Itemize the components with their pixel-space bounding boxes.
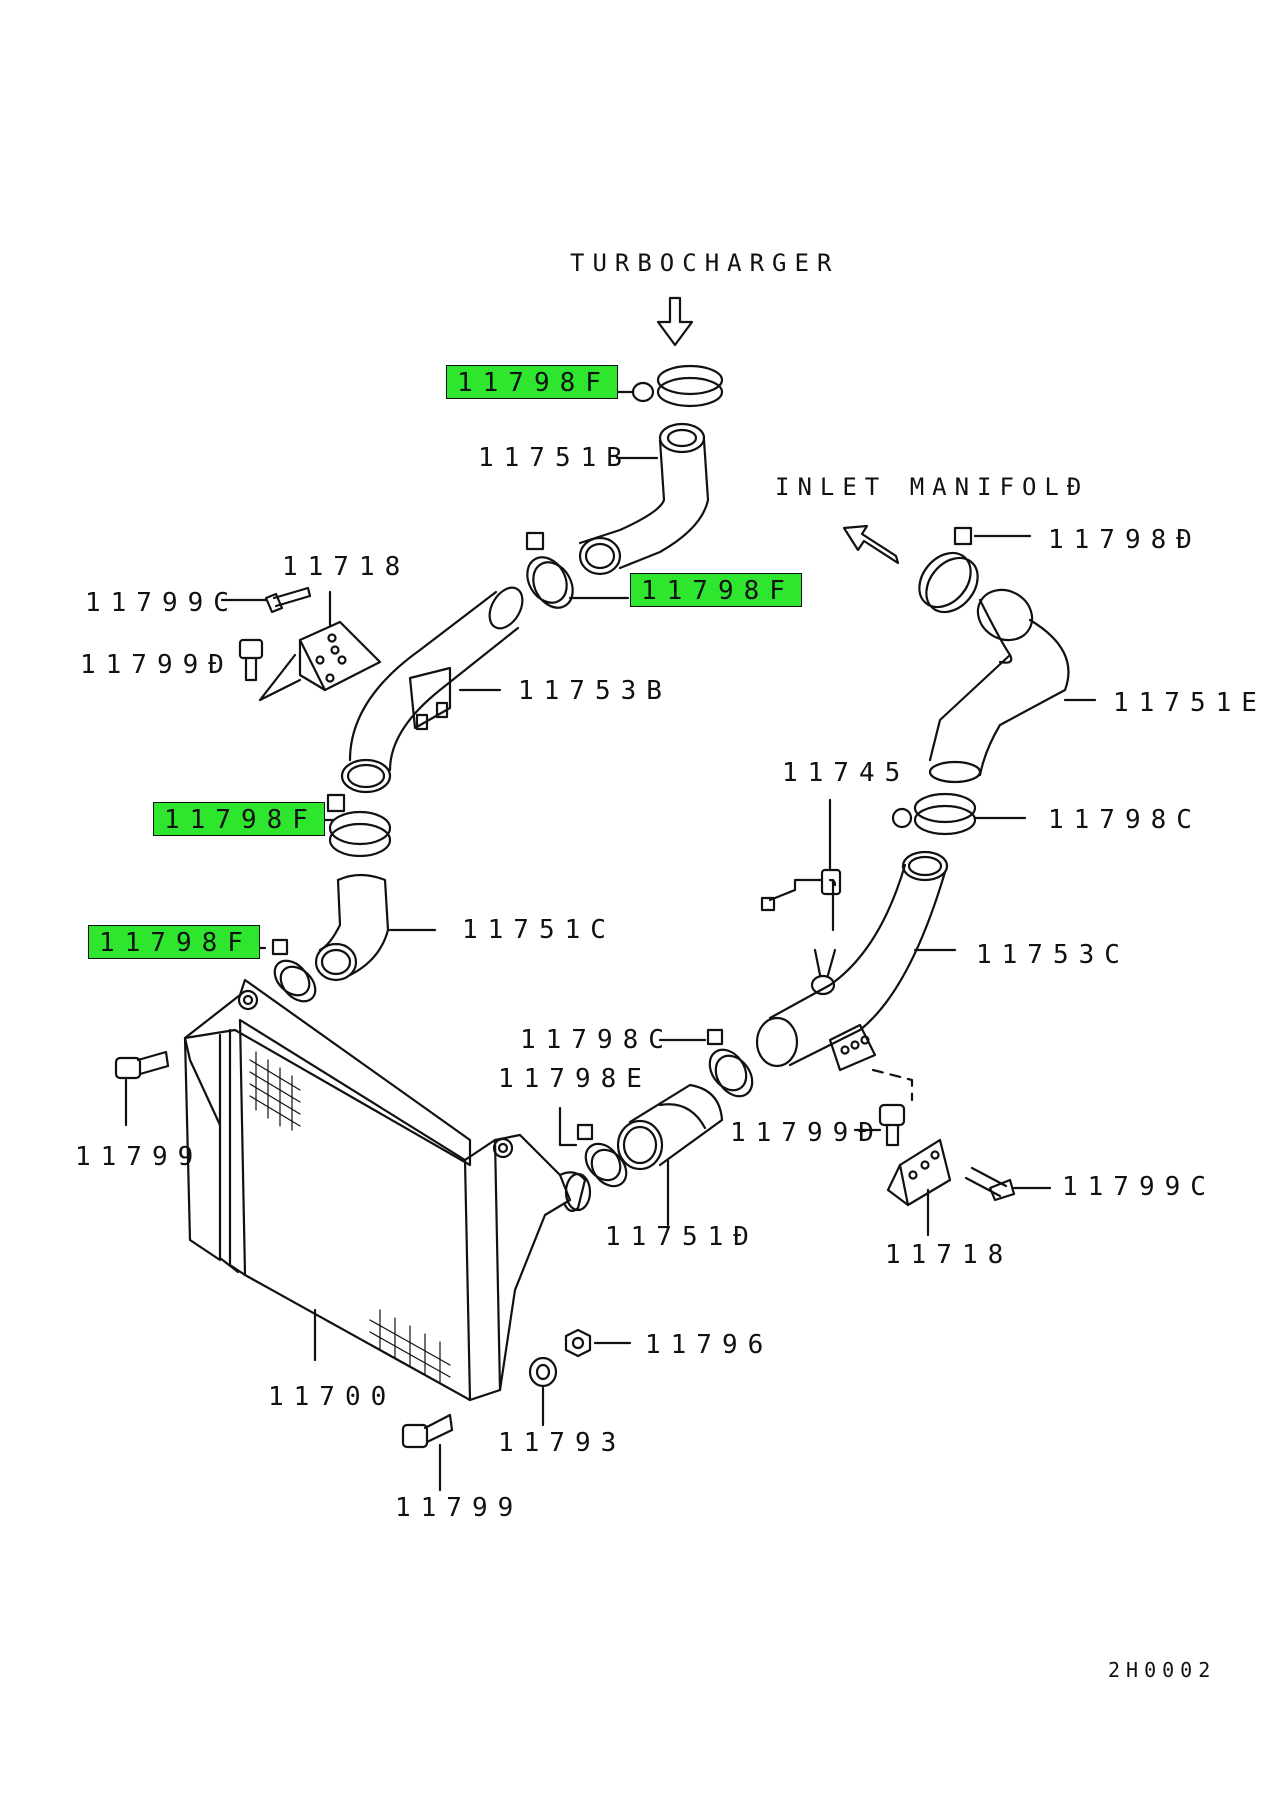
clamp-11798C-center <box>660 1030 760 1103</box>
intercooler-11700 <box>185 980 590 1400</box>
clamp-11798F-mid <box>519 533 628 615</box>
label-11745[interactable]: 11745 <box>782 758 911 788</box>
label-11799D-right[interactable]: 11799Ð <box>730 1118 884 1148</box>
bolt-11799-left <box>116 1052 168 1125</box>
label-11799D-left[interactable]: 11799Ð <box>80 650 234 680</box>
collar-11793 <box>530 1358 556 1425</box>
hose-11751B <box>580 424 708 574</box>
bracket-11718-left <box>260 592 380 700</box>
label-11796[interactable]: 11796 <box>645 1330 774 1360</box>
clamp-11798D <box>909 528 1030 622</box>
label-11753B[interactable]: 11753B <box>518 676 672 706</box>
label-11799C-right[interactable]: 11799C <box>1062 1172 1216 1202</box>
label-11798F-low[interactable]: 11798F <box>88 925 260 959</box>
hose-11751E <box>930 580 1095 782</box>
label-11798F-top[interactable]: 11798F <box>446 365 618 399</box>
label-11751C[interactable]: 11751C <box>462 915 616 945</box>
caption-turbocharger: TURBOCHARGER <box>570 249 840 277</box>
clamp-11798E <box>560 1108 633 1193</box>
label-11793[interactable]: 11793 <box>498 1428 627 1458</box>
label-11799C-left[interactable]: 11799C <box>85 588 239 618</box>
bracket-11718-right <box>873 1070 950 1235</box>
label-11718-left[interactable]: 11718 <box>282 552 411 582</box>
label-11799-left[interactable]: 11799 <box>75 1142 204 1172</box>
sensor-11745 <box>762 800 840 994</box>
label-11700[interactable]: 11700 <box>268 1382 397 1412</box>
clamp-11798C-right <box>893 794 1025 834</box>
label-11798E[interactable]: 11798E <box>498 1064 652 1094</box>
label-11751D[interactable]: 11751Ð <box>605 1222 759 1252</box>
inlet-manifold-arrow <box>844 526 898 563</box>
label-11798F-left[interactable]: 11798F <box>153 802 325 836</box>
label-11798D[interactable]: 11798Ð <box>1048 525 1202 555</box>
label-11798C-center[interactable]: 11798C <box>520 1025 674 1055</box>
bolt-11799-bottom <box>403 1415 452 1490</box>
hose-11751D <box>618 1085 722 1225</box>
caption-inlet-manifold: INLET MANIFOLÐ <box>775 473 1090 501</box>
pipe-11753B <box>342 582 529 792</box>
bolt-11799C-left <box>222 588 310 612</box>
label-11753C[interactable]: 11753C <box>976 940 1130 970</box>
hose-11751C <box>316 875 435 980</box>
label-11751E[interactable]: 11751E <box>1113 688 1267 718</box>
turbocharger-arrow <box>658 298 692 345</box>
bolt-11799D-left <box>240 640 262 680</box>
label-11798F-mid[interactable]: 11798F <box>630 573 802 607</box>
bolt-11799D-right <box>855 1105 904 1145</box>
pipe-11753C <box>757 852 955 1070</box>
nut-11796 <box>566 1330 630 1356</box>
label-11751B[interactable]: 11751B <box>478 443 632 473</box>
label-11718-right[interactable]: 11718 <box>885 1240 1014 1270</box>
bolt-11799C-right <box>966 1168 1050 1200</box>
label-11799-bottom[interactable]: 11799 <box>395 1493 524 1523</box>
label-11798C-right[interactable]: 11798C <box>1048 805 1202 835</box>
diagram-code: 2H0002 <box>1108 1658 1217 1682</box>
